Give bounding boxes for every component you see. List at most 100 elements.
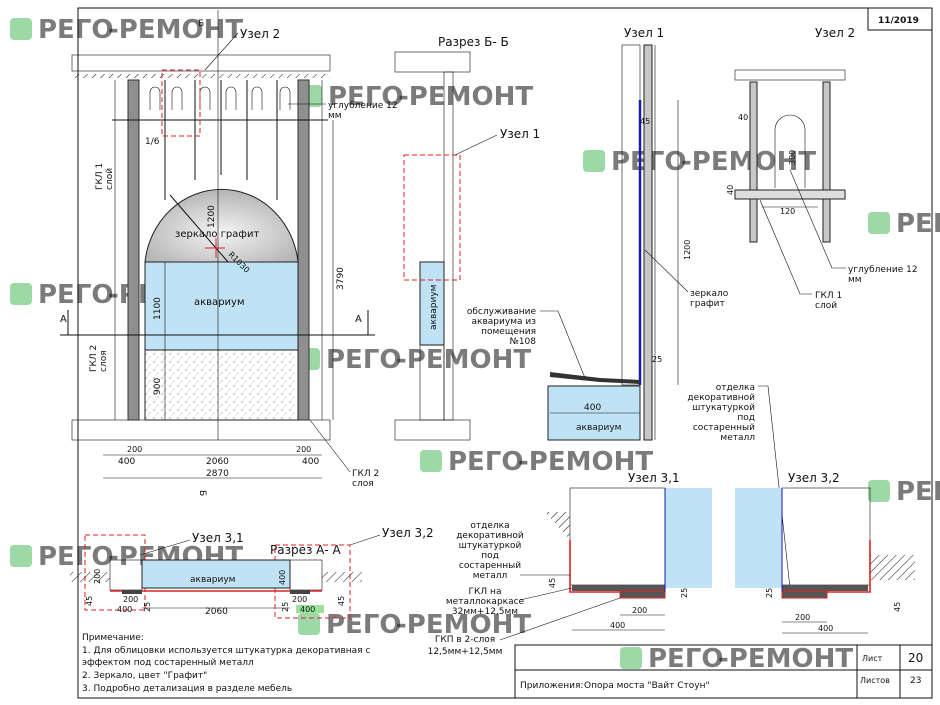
- dim-200-left: 200: [127, 445, 142, 454]
- plan-dim-25-right: 25: [281, 602, 290, 612]
- fraction-dim: 1/6: [145, 137, 160, 147]
- finish-line: под: [737, 413, 755, 423]
- notes-heading: Примечание:: [82, 633, 144, 643]
- node1-detail: Узел 1 45 1200 зеркало графит обслуживан…: [467, 26, 729, 441]
- finish-line: штукатуркой: [692, 403, 755, 413]
- section-bb-node1: Узел 1: [500, 127, 540, 141]
- watermark-text: РЕГО: [448, 447, 524, 477]
- gkl2-callout: ГКЛ 2: [352, 469, 379, 479]
- date-stamp-box: [867, 7, 933, 31]
- node31-dim-400: 400: [610, 621, 625, 630]
- gkl2-callout-2: слоя: [352, 479, 374, 489]
- node2-dim-40b: 40: [726, 185, 735, 195]
- node31-dim-25: 25: [680, 588, 689, 598]
- notes: Примечание: 1. Для облицовки используетс…: [82, 633, 370, 694]
- sheet-number: 20: [908, 651, 923, 665]
- plan-node32: Узел 3,2: [382, 526, 434, 540]
- ceiling-slab: [71, 54, 331, 72]
- node1-dim-45: 45: [640, 117, 650, 126]
- watermarks: РЕГО-РЕМОНТ РЕГО-РЕМОНТ РЕГО-РЕМОНТ РЕГО…: [10, 15, 940, 674]
- watermark-text: -РЕМОНТ: [108, 15, 243, 45]
- caption-label: Приложения:: [520, 681, 583, 691]
- service-label-2: аквариума из: [472, 317, 537, 327]
- finish-line: декоративной: [456, 531, 524, 541]
- sheet-frame: [77, 7, 933, 699]
- plan-dim-2060: 2060: [205, 607, 228, 617]
- note-2: 2. Зеркало, цвет "Графит": [82, 671, 207, 681]
- plan-dim-400-right: 400: [300, 605, 315, 614]
- section-a-left: А: [60, 314, 67, 325]
- dim-2870: 2870: [206, 469, 229, 479]
- watermark-text: РЕГО: [38, 542, 114, 572]
- watermark-text: -РЕМОНТ: [398, 82, 533, 112]
- node2-label: Узел 2: [240, 27, 280, 41]
- node32-detail: Узел 3,2 25 45 200 400: [735, 471, 915, 634]
- watermark-text: -РЕМОНТ: [396, 610, 531, 640]
- grille: [112, 80, 328, 200]
- node1-dim-1200: 1200: [683, 240, 692, 260]
- watermark-text: РЕГО: [896, 209, 940, 239]
- node2-recess-unit: мм: [848, 275, 862, 285]
- node1-dim-400: 400: [584, 403, 601, 413]
- finish-line: под: [481, 551, 499, 561]
- plan-aquarium: аквариум: [190, 575, 235, 585]
- dim-400-right: 400: [302, 457, 319, 467]
- plan-dim-200-left: 200: [93, 569, 102, 584]
- title-block: Лист 20 Листов 23 Приложения: Опора мост…: [514, 644, 933, 699]
- dim-1200: 1200: [207, 205, 217, 228]
- watermark-text: РЕГО: [328, 82, 404, 112]
- watermark-text: РЕГО: [326, 610, 402, 640]
- gkl2-label-2: слоя: [99, 350, 109, 372]
- note-1-cont: эффектом под состаренный металл: [82, 658, 254, 668]
- finish-line: декоративной: [687, 393, 755, 403]
- watermark-text: -РЕМОНТ: [718, 644, 853, 674]
- node31-dim-200: 200: [632, 606, 647, 615]
- plan-dim-200-a: 200: [123, 595, 138, 604]
- plan-title: Разрез А- А: [270, 543, 342, 557]
- node31-dim-45: 45: [548, 578, 557, 588]
- node31-detail: Узел 3,1 45 25 200 400: [515, 471, 712, 631]
- aquarium-label: аквариум: [194, 297, 245, 308]
- gkl-frame-label: ГКЛ на: [469, 587, 502, 597]
- note-3: 3. Подробно детализация в разделе мебель: [82, 684, 292, 694]
- ceiling-layer: [72, 74, 330, 78]
- plan-dim-200-right: 200: [292, 595, 307, 604]
- main-elevation: Б Узел 2 углубление 12 мм ГКЛ 1 слой 1/6…: [60, 10, 398, 496]
- node2-detail: Узел 2 40 300 40 120 углубление 12 мм ГК…: [726, 26, 918, 311]
- section-bb: Разрез Б- Б Узел 1 аквариум: [394, 35, 540, 441]
- dim-400-left: 400: [118, 457, 135, 467]
- node32-title: Узел 3,2: [788, 471, 840, 485]
- node1-dim-25: 25: [652, 355, 662, 364]
- node2-dim-300: 300: [788, 150, 797, 165]
- finish-callout-right: отделка декоративной штукатуркой под сос…: [687, 383, 791, 589]
- section-bb-aquarium: аквариум: [429, 285, 439, 330]
- service-label-4: №108: [509, 337, 536, 347]
- finish-line: состаренный: [459, 561, 521, 571]
- gkl-frame-label: 32мм+12,5мм: [452, 607, 518, 617]
- watermark-text: РЕГО: [648, 644, 724, 674]
- dim-2060: 2060: [206, 457, 229, 467]
- finish-line: отделка: [716, 383, 755, 393]
- finish-line: состаренный: [693, 423, 755, 433]
- gravel-base: [144, 349, 299, 421]
- node2-gkl-label-2: слой: [815, 301, 837, 311]
- node32-dim-200: 200: [795, 613, 810, 622]
- node1-aquarium: аквариум: [576, 423, 621, 433]
- section-mark-bottom: Б: [197, 490, 207, 496]
- plan-dim-45-right: 45: [337, 596, 346, 606]
- watermark-text: -РЕМОНТ: [681, 147, 816, 177]
- gkl1-label: ГКЛ 1: [95, 163, 105, 190]
- gkl2-label: ГКЛ 2: [89, 345, 99, 372]
- watermark-text: -РЕМОНТ: [518, 447, 653, 477]
- watermark-text: РЕГО: [38, 15, 114, 45]
- plan-dim-45-left: 45: [85, 596, 94, 606]
- node1-callout-box: [403, 154, 461, 281]
- dim-1100: 1100: [153, 297, 163, 320]
- mirror-label: зеркало графит: [175, 229, 259, 240]
- recess-label-unit: мм: [328, 111, 342, 121]
- plan-node31: Узел 3,1: [192, 531, 244, 545]
- sheet-label: Лист: [862, 654, 883, 663]
- node1-mirror-label-2: графит: [690, 299, 725, 309]
- finish-line: отделка: [470, 521, 509, 531]
- node2-title: Узел 2: [815, 26, 855, 40]
